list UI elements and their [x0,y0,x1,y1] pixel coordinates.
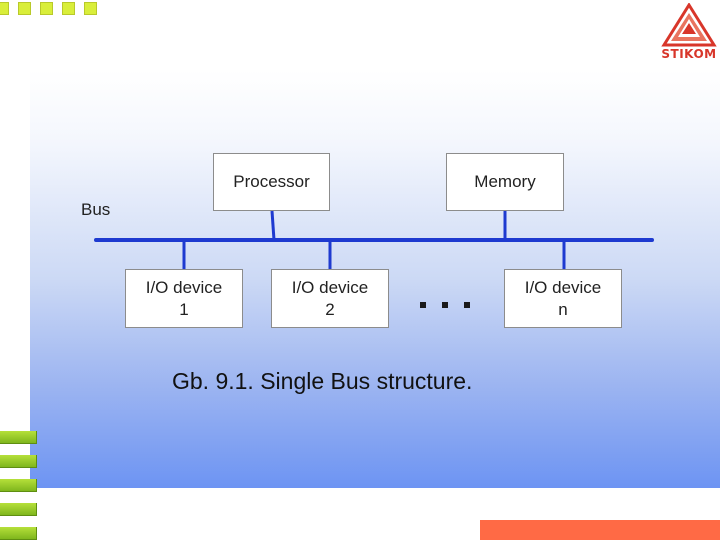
decor-square [18,2,31,15]
processor-box: Processor [213,153,330,211]
ellipsis-dot [464,302,470,308]
io-device-1-number: 1 [179,299,189,319]
io-device-2-label: I/O device [291,277,369,297]
logo-triangle-icon [661,2,717,47]
decor-bar [0,455,37,468]
bus-label: Bus [81,200,111,219]
ellipsis-dot [442,302,448,308]
io-device-n-box: I/O device n [504,269,622,328]
io-device-1-box: I/O device 1 [125,269,243,328]
io-device-n-number: n [558,299,568,319]
decor-square [62,2,75,15]
decor-orange-strip [480,520,720,540]
memory-label: Memory [474,172,536,191]
io-device-1-label: I/O device [145,277,223,297]
decor-square [40,2,53,15]
ellipsis-dot [420,302,426,308]
figure-caption: Gb. 9.1. Single Bus structure. [172,368,473,394]
stikom-logo: STIKOM [660,2,718,63]
memory-box: Memory [446,153,564,211]
decor-bar [0,503,37,516]
decor-bar [0,479,37,492]
io-device-n-label: I/O device [524,277,602,297]
decor-square [0,2,9,15]
io-device-2-number: 2 [325,299,335,319]
io-device-2-box: I/O device 2 [271,269,389,328]
decor-bar [0,431,37,444]
processor-link [270,210,276,241]
processor-label: Processor [233,172,310,191]
logo-text: STIKOM [661,47,717,61]
decor-square [84,2,97,15]
